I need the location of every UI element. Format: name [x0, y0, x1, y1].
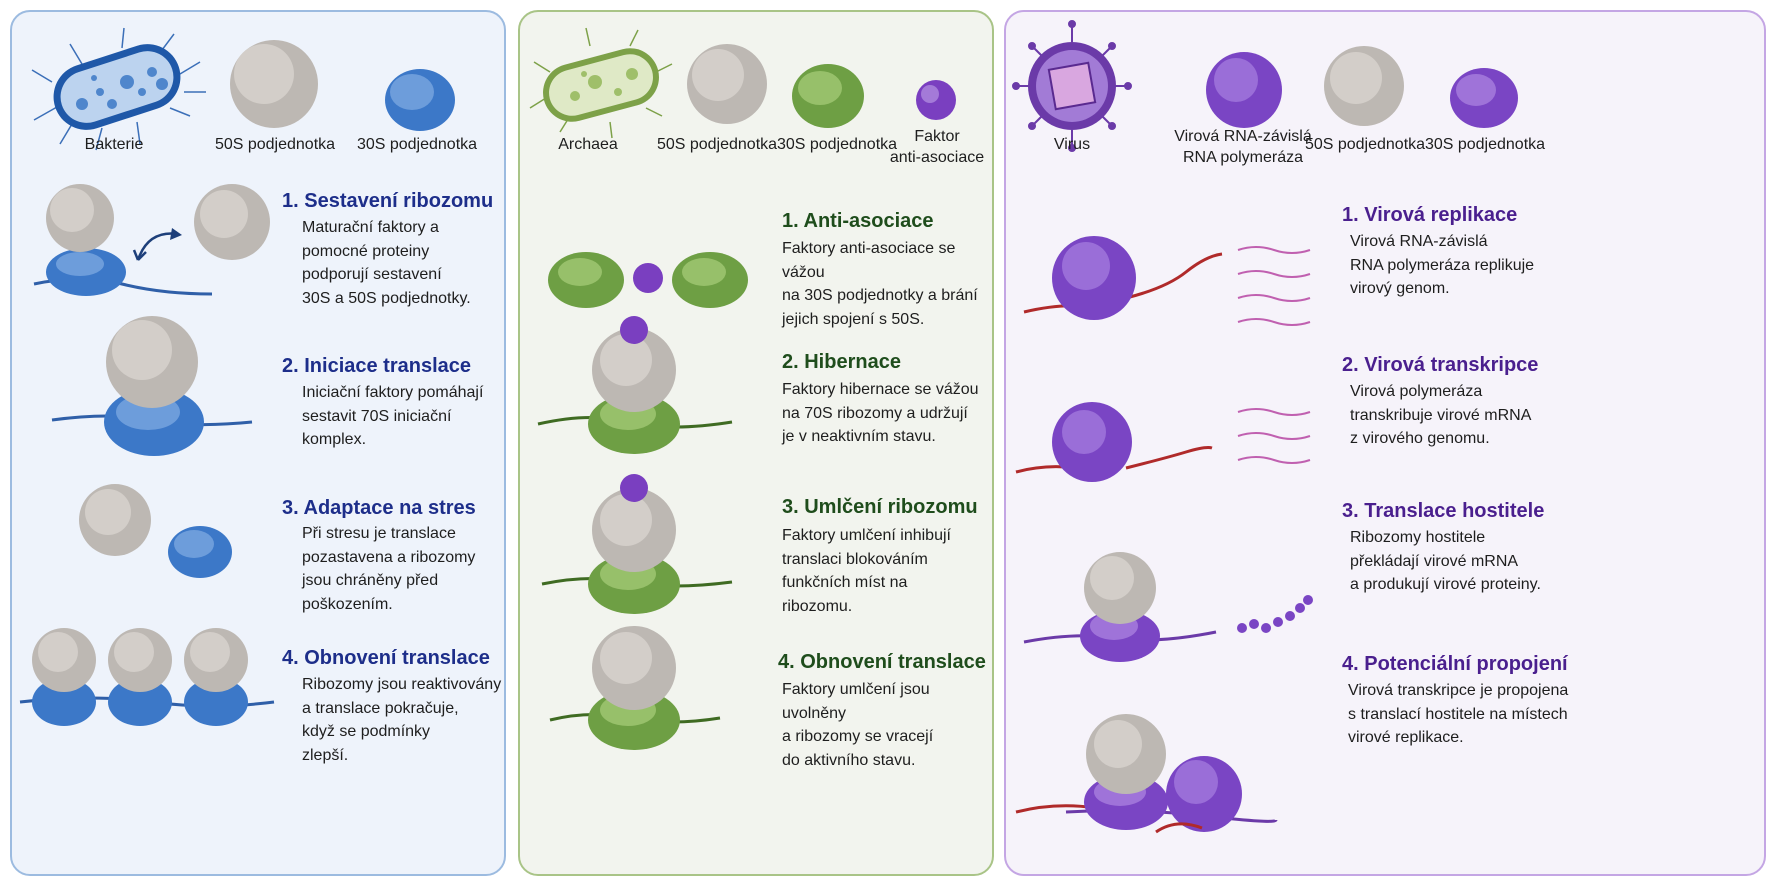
anti-association-factor-icon: [916, 80, 956, 120]
resumed-translation-illustration: [549, 626, 721, 750]
step-title: 4. Potenciální propojení: [1342, 653, 1568, 675]
step-title: 1. Virová replikace: [1342, 204, 1518, 226]
virus-illustrations: [1012, 20, 1518, 834]
host-translation-illustration: [1023, 552, 1313, 662]
small-subunit-icon: [385, 69, 455, 131]
hibernation-illustration: [537, 316, 733, 454]
polysome-illustration: [19, 628, 275, 726]
step-description: Při stresu je translace pozastavena a ri…: [302, 525, 476, 613]
viral-transcription-illustration: [1015, 402, 1311, 482]
coupling-illustration: [1015, 714, 1278, 834]
caption-archaea: Archaea: [558, 136, 618, 153]
step-description: Virová transkripce je propojena s transl…: [1348, 682, 1569, 746]
archaea-illustrations: [529, 27, 956, 750]
step-title: 3. Translace hostitele: [1342, 500, 1545, 522]
bacterium-icon: [31, 27, 206, 151]
caption-bacteria: Bakterie: [84, 136, 144, 153]
caption-viral-polymerase: Virová RNA-závislá RNA polymeráza: [1174, 128, 1312, 166]
assembly-illustration: [33, 184, 270, 296]
step-description: Ribozomy jsou reaktivovány a translace p…: [302, 676, 502, 764]
step-description: Virová RNA-závislá RNA polymeráza replik…: [1350, 233, 1535, 297]
large-subunit-icon: [687, 44, 767, 124]
large-subunit-icon: [1324, 46, 1404, 126]
archaea-panel: Archaea 50S podjednotka 30S podjednotka …: [518, 10, 994, 876]
step-title: 2. Hibernace: [782, 351, 901, 373]
step-title: 4. Obnovení translace: [282, 647, 490, 669]
large-subunit-icon: [230, 40, 318, 128]
step-title: 3. Adaptace na stres: [282, 497, 476, 519]
small-subunit-icon: [1450, 68, 1518, 128]
virus-icon: [1012, 20, 1132, 152]
small-subunit-icon: [792, 64, 864, 128]
archaeon-icon: [529, 27, 673, 139]
step-description: Ribozomy hostitele překládají virové mRN…: [1350, 529, 1541, 593]
virus-panel: Virus Virová RNA-závislá RNA polymeráza …: [1004, 10, 1766, 876]
caption-50s: 50S podjednotka: [1304, 136, 1426, 153]
caption-30s: 30S podjednotka: [356, 136, 478, 153]
anti-association-illustration: [548, 252, 748, 308]
silencing-illustration: [541, 474, 733, 614]
stress-illustration: [79, 484, 232, 578]
caption-30s: 30S podjednotka: [776, 136, 898, 153]
caption-anti-association-factor: Faktor anti-asociace: [889, 128, 985, 166]
step-description: Maturační faktory a pomocné proteiny pod…: [302, 219, 471, 307]
step-description: Iniciační faktory pomáhají sestavit 70S …: [302, 384, 484, 448]
step-title: 2. Iniciace translace: [282, 355, 472, 377]
step-title: 1. Sestavení ribozomu: [282, 190, 494, 212]
step-description: Faktory umlčení inhibují translaci bloko…: [782, 527, 951, 615]
step-title: 3. Umlčení ribozomu: [782, 496, 978, 518]
bacteria-panel: Bakterie 50S podjednotka 30S podjednotka…: [10, 10, 506, 876]
step-title: 2. Virová transkripce: [1342, 354, 1539, 376]
step-title: 1. Anti-asociace: [782, 210, 934, 232]
step-description: Faktory anti-asociace se vážou na 30S po…: [782, 240, 978, 328]
viral-replication-illustration: [1023, 236, 1311, 326]
step-description: Faktory umlčení jsou uvolněny a ribozomy…: [782, 681, 934, 769]
viral-polymerase-icon: [1206, 52, 1282, 128]
initiation-illustration: [51, 316, 253, 456]
caption-50s: 50S podjednotka: [214, 136, 336, 153]
bacteria-illustrations: [19, 27, 455, 726]
caption-30s: 30S podjednotka: [1424, 136, 1546, 153]
step-title: 4. Obnovení translace: [778, 651, 986, 673]
caption-virus: Virus: [1053, 136, 1091, 153]
step-description: Faktory hibernace se vážou na 70S ribozo…: [782, 381, 979, 445]
step-description: Virová polymeráza transkribuje virové mR…: [1350, 383, 1532, 447]
caption-50s: 50S podjednotka: [656, 136, 778, 153]
